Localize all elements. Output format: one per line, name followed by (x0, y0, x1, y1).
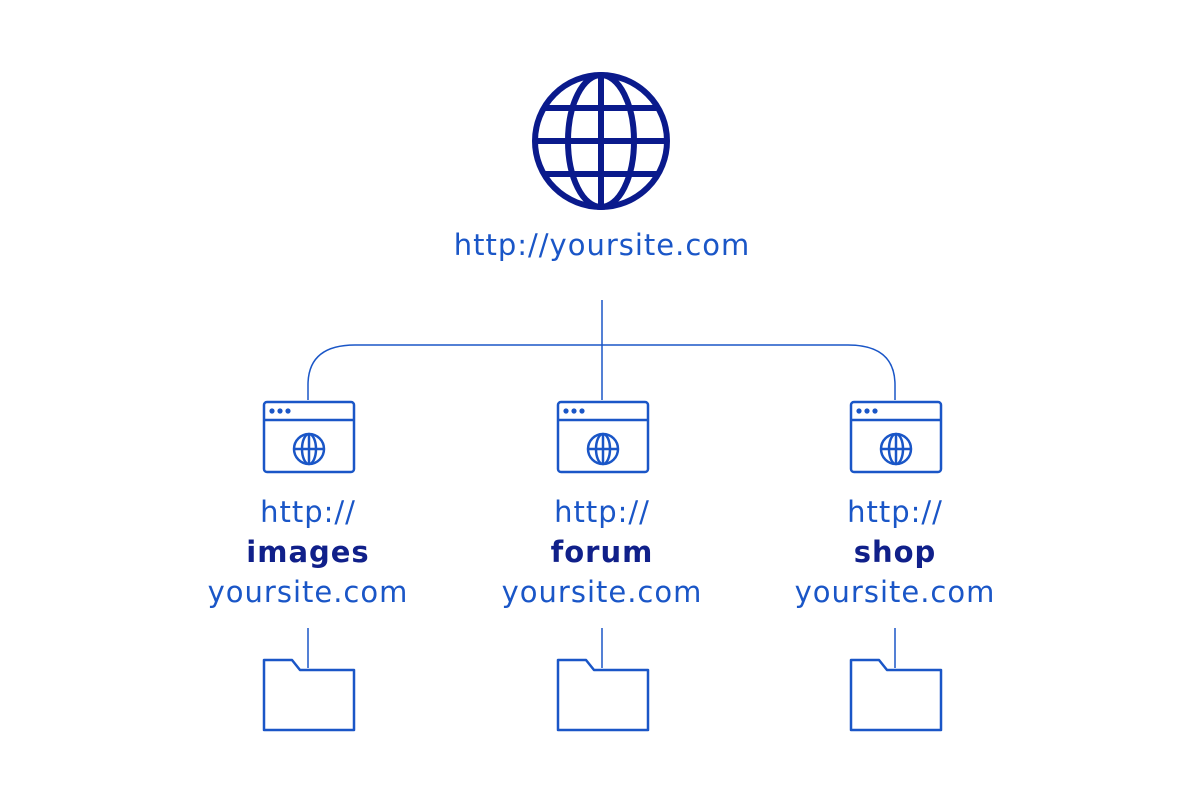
subdomain-name: images (246, 535, 370, 569)
root-url: http://yoursite.com (453, 228, 751, 262)
url-prefix: http:// (260, 495, 356, 529)
branch-connector (307, 344, 896, 400)
folder-icon (262, 658, 356, 732)
url-domain: yoursite.com (207, 575, 409, 609)
globe-icon (532, 72, 670, 210)
folder-icon (849, 658, 943, 732)
subdomain-url: http:// images yoursite.com (158, 492, 458, 612)
url-domain: yoursite.com (501, 575, 703, 609)
subdomain-name: forum (550, 535, 654, 569)
subdomain-name: shop (853, 535, 937, 569)
subdomain-url: http:// shop yoursite.com (745, 492, 1045, 612)
browser-window-icon (849, 400, 943, 474)
browser-window-icon (262, 400, 356, 474)
url-domain: yoursite.com (794, 575, 996, 609)
url-prefix: http:// (847, 495, 943, 529)
subdomain-url: http:// forum yoursite.com (452, 492, 752, 612)
url-prefix: http:// (554, 495, 650, 529)
folder-icon (556, 658, 650, 732)
browser-window-icon (556, 400, 650, 474)
